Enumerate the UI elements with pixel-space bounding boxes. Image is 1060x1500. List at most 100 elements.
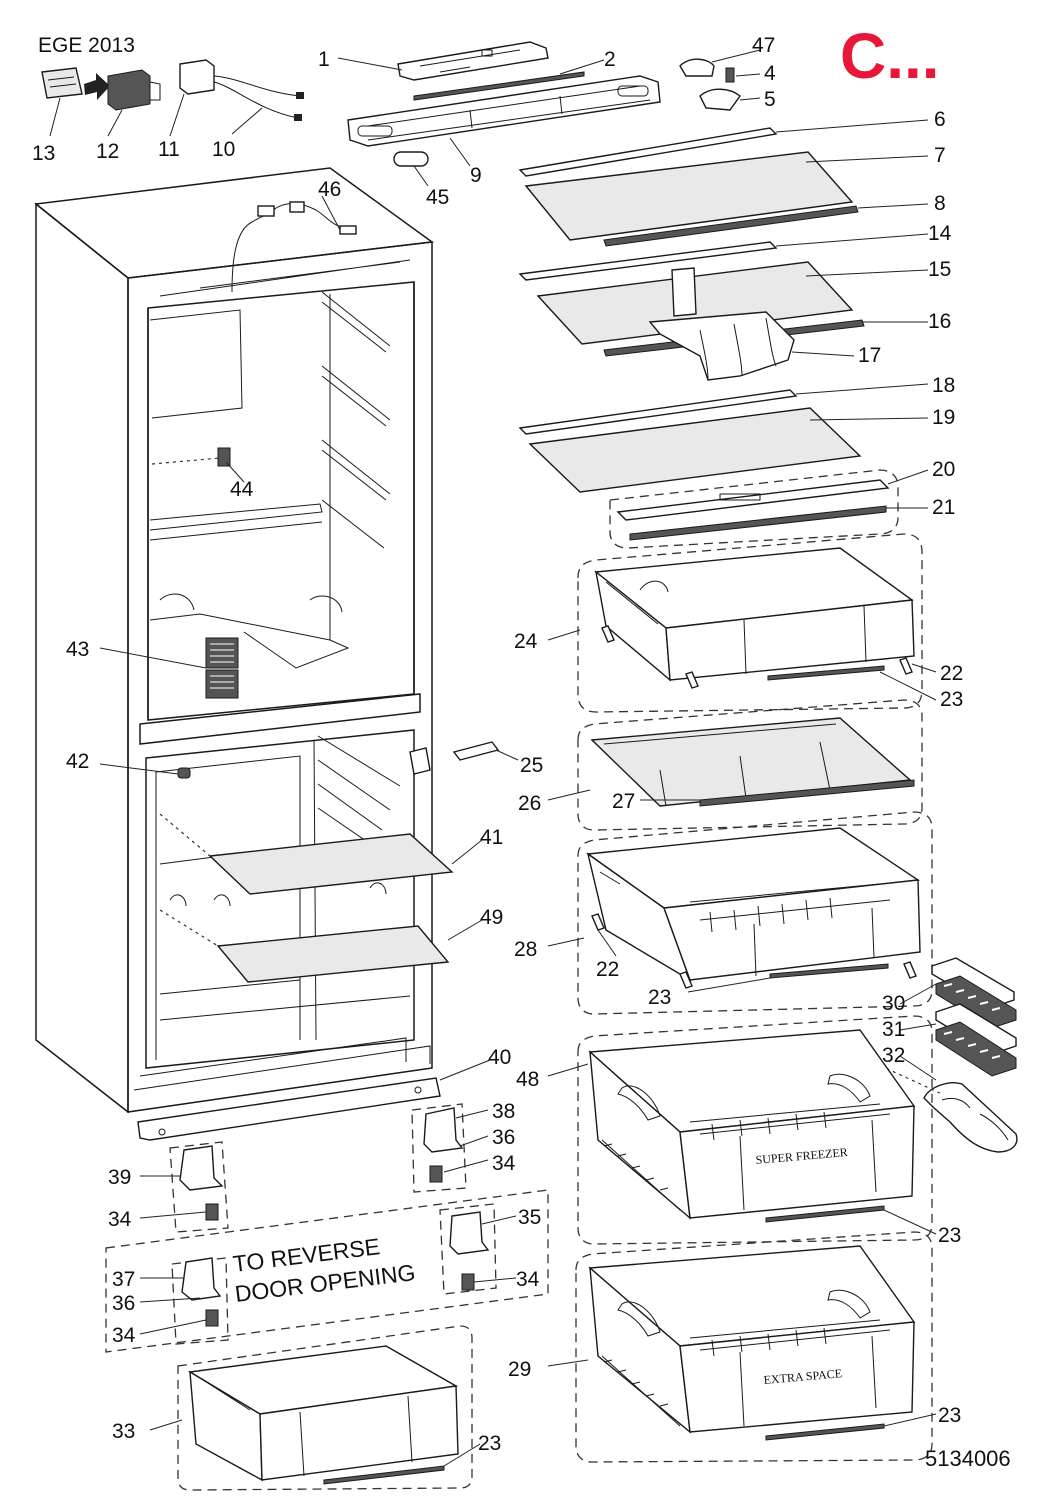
callout-21: 21 bbox=[932, 496, 955, 519]
card-part-13 bbox=[41, 67, 83, 99]
callout-16: 16 bbox=[928, 310, 951, 333]
drawing-number: 5134006 bbox=[925, 1446, 1011, 1471]
hinge-cap-part-47 bbox=[679, 58, 715, 77]
glass-shelf-part-41 bbox=[208, 833, 454, 895]
callout-38: 38 bbox=[492, 1100, 515, 1123]
callout-43: 43 bbox=[66, 638, 89, 661]
shelf-trim-part-21 bbox=[629, 505, 887, 541]
callout-11: 11 bbox=[158, 138, 180, 161]
callout-31: 31 bbox=[882, 1018, 905, 1041]
callout-39: 39 bbox=[108, 1166, 131, 1189]
shelf-trim-part-6 bbox=[518, 127, 778, 177]
callout-25: 25 bbox=[520, 754, 543, 777]
callout-14: 14 bbox=[928, 222, 952, 245]
callout-36: 36 bbox=[492, 1126, 515, 1149]
bottle-holder-part-17 bbox=[648, 267, 795, 381]
shelf-trim-part-18 bbox=[518, 389, 798, 435]
callout-44: 44 bbox=[230, 478, 254, 501]
callout-23: 23 bbox=[478, 1432, 501, 1455]
callout-1: 1 bbox=[318, 48, 330, 71]
callout-8: 8 bbox=[934, 192, 946, 215]
callout-34: 34 bbox=[516, 1268, 540, 1291]
callout-6: 6 bbox=[934, 108, 946, 131]
callout-7: 7 bbox=[934, 144, 946, 167]
callout-15: 15 bbox=[928, 258, 951, 281]
extra-space-label: EXTRA SPACE bbox=[763, 1366, 843, 1387]
lamp-cover-part-45 bbox=[393, 151, 429, 167]
callout-30: 30 bbox=[882, 992, 905, 1015]
callout-19: 19 bbox=[932, 406, 955, 429]
ice-bank-part-32 bbox=[923, 1082, 1018, 1153]
rail-part-2 bbox=[413, 71, 585, 101]
connector-part-11 bbox=[179, 59, 304, 121]
arrow-icon bbox=[84, 73, 110, 100]
shelf-trim-part-14 bbox=[518, 241, 778, 281]
callout-35: 35 bbox=[518, 1206, 541, 1229]
callout-23: 23 bbox=[940, 688, 963, 711]
callout-32: 32 bbox=[882, 1044, 905, 1067]
control-panel-part-9 bbox=[347, 75, 661, 147]
callout-13: 13 bbox=[32, 142, 55, 165]
callout-23: 23 bbox=[648, 986, 671, 1009]
ice-tray-part-31 bbox=[935, 1003, 1017, 1077]
fridge-cabinet bbox=[34, 167, 434, 1114]
callout-23: 23 bbox=[938, 1224, 961, 1247]
control-board-part-1 bbox=[397, 41, 549, 81]
model-badge: C... bbox=[840, 20, 940, 92]
shelf-trim-part-8 bbox=[603, 205, 859, 247]
callout-12: 12 bbox=[96, 140, 119, 163]
callout-27: 27 bbox=[612, 790, 635, 813]
freezer-drawer-part-29 bbox=[588, 1245, 916, 1441]
module-part-12 bbox=[107, 69, 161, 111]
leader-lines-top-left bbox=[49, 93, 263, 137]
callout-36: 36 bbox=[112, 1292, 135, 1315]
base-plinth-part-40 bbox=[137, 1077, 441, 1141]
callout-26: 26 bbox=[518, 792, 541, 815]
freezer-drawer-part-48 bbox=[588, 1029, 916, 1223]
glass-shelf-part-19 bbox=[528, 407, 862, 493]
callout-10: 10 bbox=[212, 138, 235, 161]
callout-34: 34 bbox=[492, 1152, 516, 1175]
drawer-part-33 bbox=[187, 1345, 459, 1485]
callout-34: 34 bbox=[108, 1208, 132, 1231]
callout-18: 18 bbox=[932, 374, 955, 397]
freezer-drawer-part-28 bbox=[586, 827, 921, 989]
callout-2: 2 bbox=[604, 48, 616, 71]
shelf-trim-part-20 bbox=[616, 479, 890, 521]
hinge-bracket-part-37 bbox=[181, 1257, 222, 1327]
glass-shelf-part-7 bbox=[524, 151, 854, 241]
callout-45: 45 bbox=[426, 186, 449, 209]
freezer-flap-part-26 bbox=[590, 717, 915, 807]
callout-40: 40 bbox=[488, 1046, 511, 1069]
hinge-bracket-part-39 bbox=[179, 1145, 224, 1221]
callout-46: 46 bbox=[318, 178, 341, 201]
callout-23: 23 bbox=[938, 1404, 961, 1427]
callout-47: 47 bbox=[752, 34, 775, 57]
screw-part-4 bbox=[725, 67, 735, 83]
callout-41: 41 bbox=[480, 826, 503, 849]
callout-48: 48 bbox=[516, 1068, 539, 1091]
callout-28: 28 bbox=[514, 938, 537, 961]
callout-5: 5 bbox=[764, 88, 776, 111]
callout-17: 17 bbox=[858, 344, 881, 367]
glass-shelf-part-49 bbox=[216, 925, 450, 983]
callout-29: 29 bbox=[508, 1358, 531, 1381]
callout-33: 33 bbox=[112, 1420, 135, 1443]
callout-4: 4 bbox=[764, 62, 776, 85]
callout-20: 20 bbox=[932, 458, 955, 481]
hinge-bracket-part-35 bbox=[449, 1211, 490, 1291]
hinge-part-5 bbox=[699, 88, 741, 111]
callout-22: 22 bbox=[940, 662, 963, 685]
bracket-part-25 bbox=[452, 741, 500, 761]
callout-42: 42 bbox=[66, 750, 89, 773]
callout-22: 22 bbox=[596, 958, 619, 981]
ice-tray-part-30 bbox=[931, 957, 1017, 1029]
callout-37: 37 bbox=[112, 1268, 135, 1291]
callout-9: 9 bbox=[470, 164, 482, 187]
callout-24: 24 bbox=[514, 630, 538, 653]
callout-34: 34 bbox=[112, 1324, 136, 1347]
model-code: EGE 2013 bbox=[38, 34, 135, 57]
hinge-bracket-part-38 bbox=[423, 1107, 464, 1183]
crisper-drawer-part-24 bbox=[594, 547, 915, 689]
